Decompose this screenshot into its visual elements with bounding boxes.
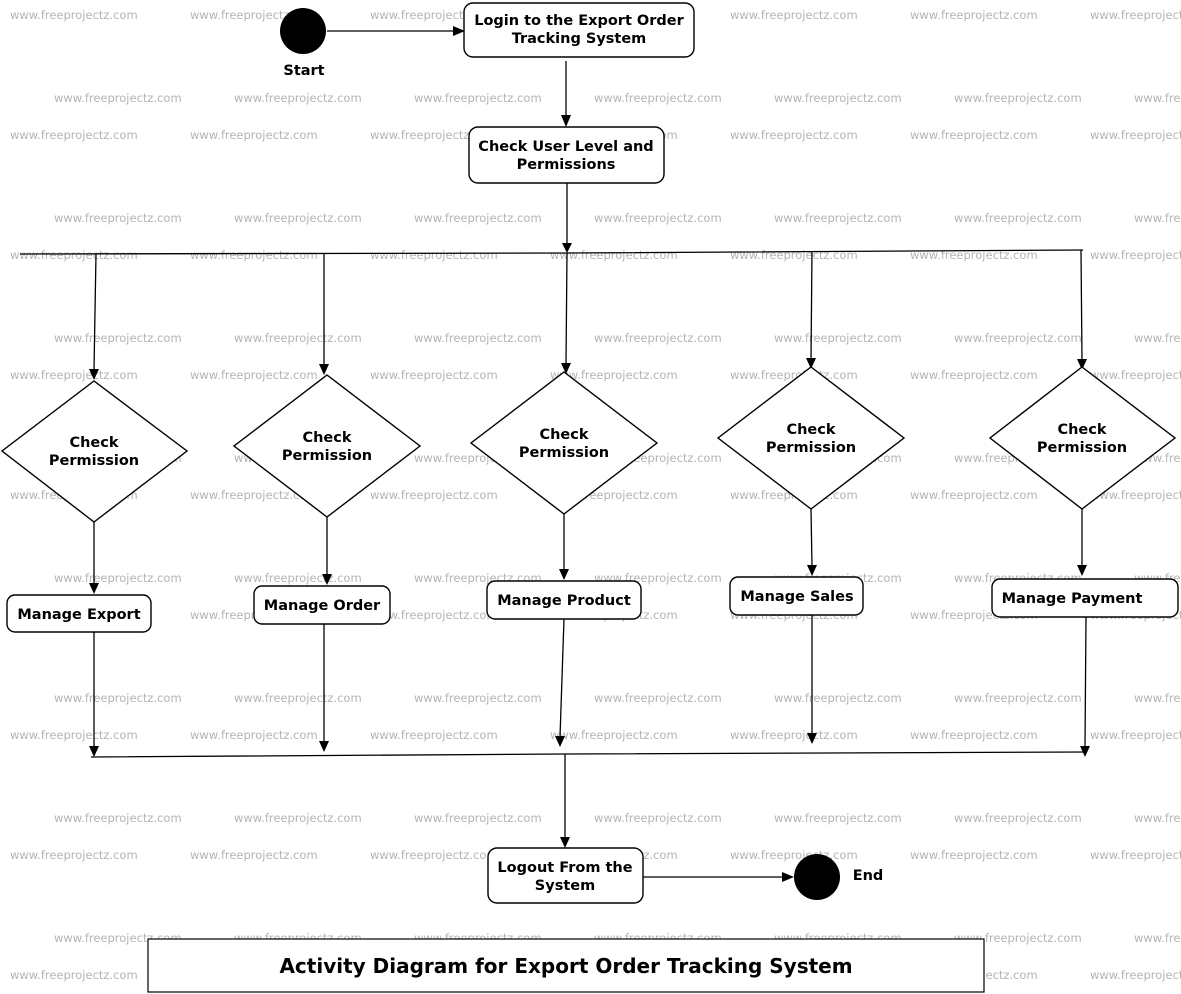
logout-label-line2: System bbox=[535, 878, 595, 894]
check-level-label-line1: Check User Level and bbox=[478, 139, 653, 155]
join-bar bbox=[90, 751, 1088, 758]
fork-to-decision-product-edge bbox=[565, 252, 568, 365]
end-label: End bbox=[853, 868, 884, 884]
decision-to-manage-sales-edge bbox=[810, 508, 813, 567]
manage-payment-activity bbox=[991, 578, 1179, 618]
manage-product-label: Manage Product bbox=[497, 593, 631, 609]
start-label: Start bbox=[283, 63, 324, 79]
fork-to-decision-sales-edge bbox=[810, 251, 813, 360]
decision-to-manage-order-arrowhead bbox=[322, 574, 332, 585]
decision-export-label-line1: Check bbox=[69, 435, 118, 451]
fork-to-decision-sales-arrowhead bbox=[806, 358, 816, 369]
manage-order-activity bbox=[253, 585, 391, 625]
decision-to-manage-export-arrowhead bbox=[89, 583, 99, 594]
login-label-line1: Login to the Export Order bbox=[474, 13, 684, 29]
logout-activity: Logout From the System bbox=[487, 847, 644, 904]
caption-box bbox=[147, 938, 985, 993]
manage-product-to-join-edge bbox=[559, 618, 565, 738]
decision-sales bbox=[716, 366, 906, 510]
logout-label-line1: Logout From the bbox=[497, 860, 632, 876]
branch-payment: Check Permission Manage Payment bbox=[988, 249, 1179, 757]
manage-export-activity bbox=[6, 594, 152, 633]
login-activity: Login to the Export Order Tracking Syste… bbox=[463, 2, 695, 58]
diagram-caption: Activity Diagram for Export Order Tracki… bbox=[279, 954, 852, 978]
decision-order-label-line2: Permission bbox=[282, 448, 372, 464]
logout-to-end-arrowhead bbox=[782, 872, 794, 882]
decision-order-label-line1: Check bbox=[302, 430, 351, 446]
manage-sales-label: Manage Sales bbox=[740, 589, 853, 605]
manage-order-label: Manage Order bbox=[264, 598, 381, 614]
decision-to-manage-sales-arrowhead bbox=[807, 565, 817, 576]
check-user-level-activity: Check User Level and Permissions bbox=[468, 126, 665, 184]
fork-to-decision-payment-edge bbox=[1080, 249, 1083, 361]
decision-product-label-line1: Check bbox=[539, 427, 588, 443]
fork-to-decision-export-arrowhead bbox=[89, 369, 99, 380]
join-to-logout-arrowhead bbox=[560, 837, 570, 848]
fork-bar bbox=[19, 249, 1084, 255]
check-to-fork-arrowhead bbox=[562, 243, 572, 253]
decision-product-label-line2: Permission bbox=[519, 445, 609, 461]
decision-to-manage-payment-arrowhead bbox=[1077, 565, 1087, 576]
login-label-line2: Tracking System bbox=[512, 31, 647, 47]
branch-sales: Check Permission Manage Sales bbox=[716, 251, 906, 744]
end-node bbox=[794, 854, 840, 900]
start-node bbox=[280, 8, 326, 54]
decision-to-manage-product-arrowhead bbox=[559, 569, 569, 580]
fork-to-decision-export-edge bbox=[93, 253, 97, 371]
login-to-check-arrowhead bbox=[561, 115, 571, 127]
manage-sales-activity bbox=[729, 576, 864, 616]
decision-export bbox=[0, 380, 189, 523]
decision-product bbox=[469, 371, 659, 515]
fork-to-decision-order-arrowhead bbox=[319, 364, 329, 375]
decision-payment bbox=[988, 366, 1177, 510]
branch-order: Check Permission Manage Order bbox=[232, 254, 422, 752]
fork-to-decision-payment-arrowhead bbox=[1077, 359, 1087, 370]
manage-payment-label: Manage Payment bbox=[1002, 591, 1143, 607]
decision-sales-label-line2: Permission bbox=[766, 440, 856, 456]
decision-order bbox=[232, 374, 422, 518]
manage-payment-to-join-edge bbox=[1084, 616, 1087, 748]
branch-product: Check Permission Manage Product bbox=[469, 252, 659, 747]
start-to-login-arrowhead bbox=[453, 26, 465, 36]
manage-export-label: Manage Export bbox=[17, 607, 140, 623]
decision-export-label-line2: Permission bbox=[49, 453, 139, 469]
manage-sales-to-join-arrowhead bbox=[807, 733, 817, 744]
manage-order-to-join-arrowhead bbox=[319, 741, 329, 752]
fork-to-decision-product-arrowhead bbox=[561, 363, 571, 374]
decision-payment-label-line2: Permission bbox=[1037, 440, 1127, 456]
decision-sales-label-line1: Check bbox=[786, 422, 835, 438]
branch-export: Check Permission Manage Export bbox=[0, 253, 189, 757]
manage-export-to-join-arrowhead bbox=[89, 746, 99, 757]
check-level-label-line2: Permissions bbox=[517, 157, 616, 173]
manage-product-to-join-arrowhead bbox=[555, 736, 565, 747]
decision-payment-label-line1: Check bbox=[1057, 422, 1106, 438]
